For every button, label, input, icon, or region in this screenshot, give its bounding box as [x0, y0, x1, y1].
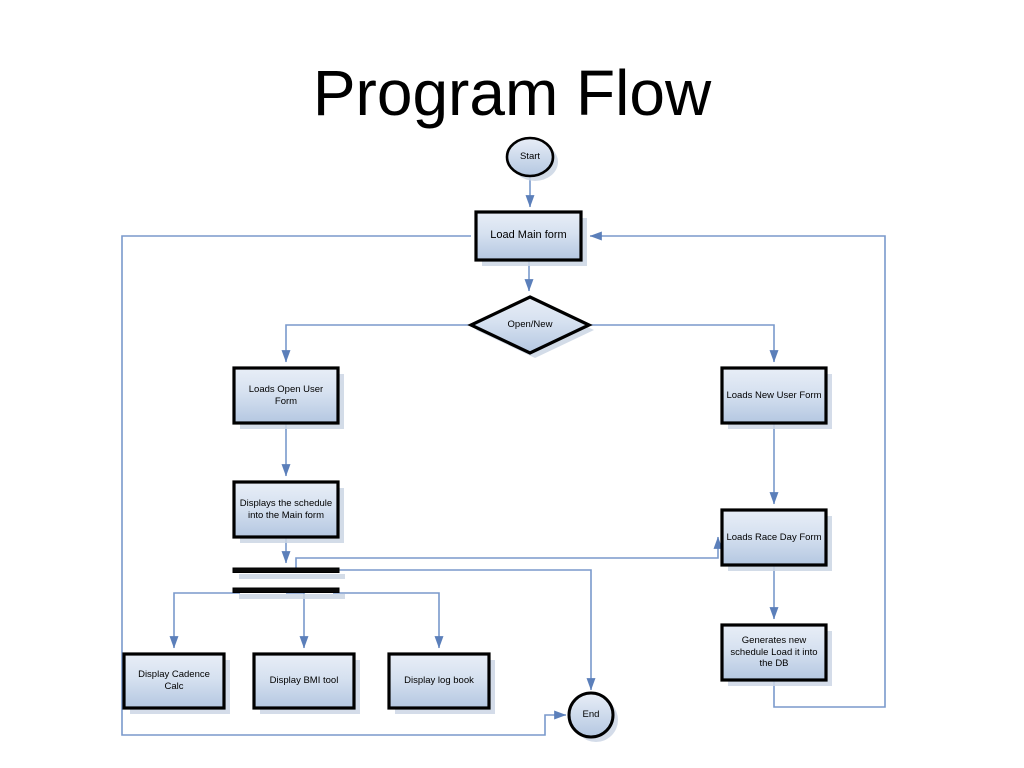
- node-loads-race-day-form[interactable]: [720, 508, 828, 567]
- node-start[interactable]: [505, 136, 555, 178]
- connector-layer: [121, 176, 886, 736]
- node-display-cadence-calc[interactable]: [122, 652, 226, 710]
- node-load-main-form[interactable]: [474, 210, 583, 262]
- node-loads-new-user-form[interactable]: [720, 366, 828, 425]
- edge-left-feedback-to-load-main-form: [121, 235, 471, 708]
- node-display-bmi-tool[interactable]: [252, 652, 356, 710]
- page-title: Program Flow: [312, 57, 712, 129]
- node-layer: [122, 136, 828, 739]
- node-end[interactable]: [567, 691, 615, 739]
- shadow-split-bar-lower: [239, 594, 345, 599]
- node-loads-open-user-form[interactable]: [232, 366, 340, 425]
- edge-split-bar-lower-to-display-bmi-tool: [286, 592, 309, 649]
- node-split-bar-upper[interactable]: [232, 567, 340, 573]
- edge-bottom-loop-to-end: [121, 708, 567, 736]
- edge-split-bar-upper-to-loads-race-day-form: [295, 536, 723, 570]
- edge-open-new-to-loads-open-user-form: [281, 324, 476, 363]
- node-displays-schedule[interactable]: [232, 480, 340, 539]
- node-generates-new-schedule[interactable]: [720, 623, 828, 682]
- node-display-log-book[interactable]: [387, 652, 491, 710]
- edge-split-bar-upper-to-end: [339, 569, 596, 691]
- node-open-new[interactable]: [467, 295, 593, 355]
- edge-split-bar-lower-to-display-log-book: [333, 592, 444, 649]
- edge-open-new-to-loads-new-user-form: [584, 324, 779, 363]
- node-split-bar-lower[interactable]: [232, 587, 340, 593]
- shadow-split-bar-upper: [239, 574, 345, 579]
- edge-right-feedback-to-load-main-form: [589, 231, 886, 708]
- edge-split-bar-lower-to-display-cadence-calc: [169, 592, 240, 649]
